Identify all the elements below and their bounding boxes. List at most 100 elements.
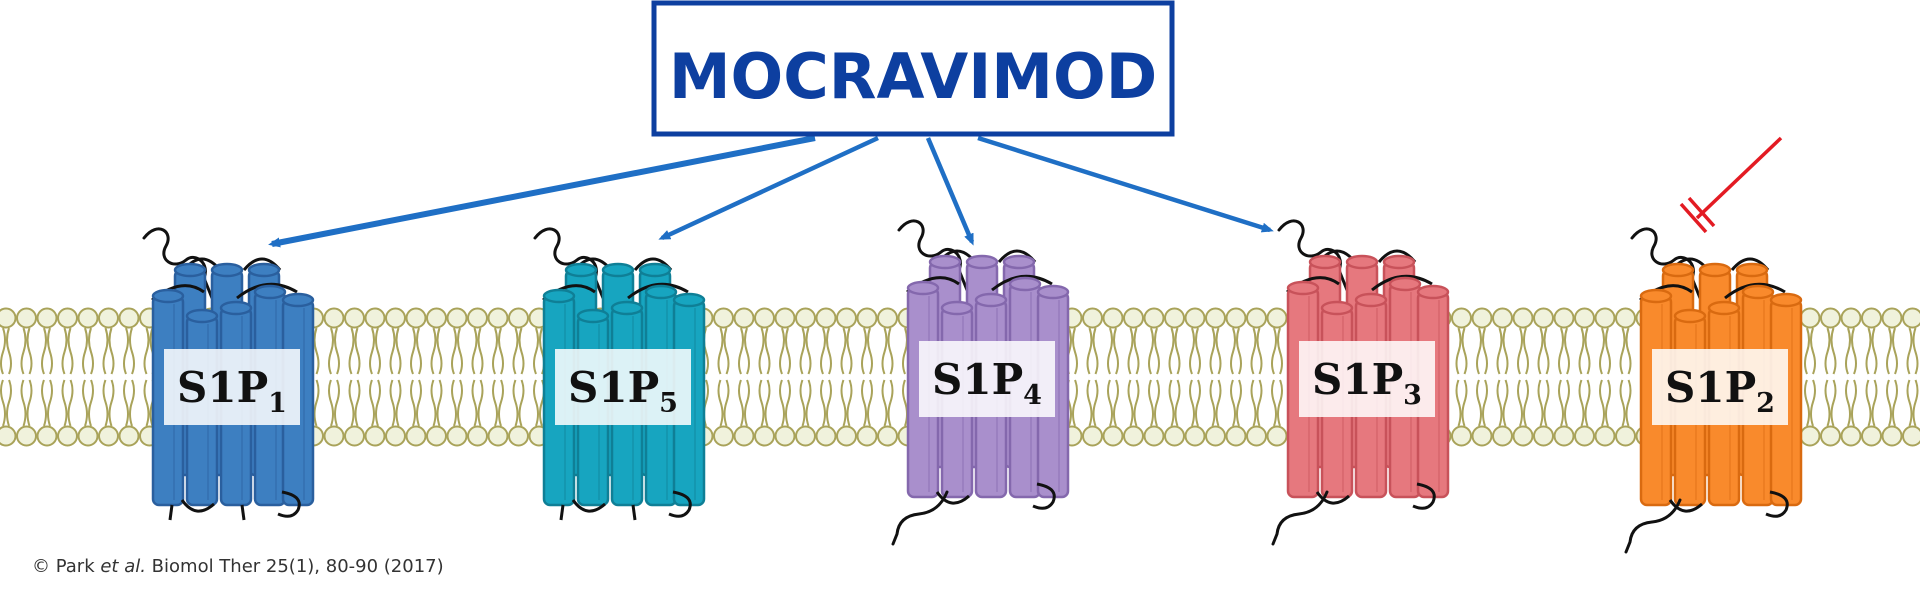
lipid-tail <box>1277 327 1283 375</box>
lipid-tail <box>82 327 88 375</box>
lipid-tail <box>744 327 750 375</box>
lipid-head <box>344 425 365 447</box>
citation-suffix: Biomol Ther 25(1), 80-90 (2017) <box>145 556 444 577</box>
lipid-tail <box>1558 327 1564 375</box>
lipid-tail <box>389 327 396 375</box>
lipid-tail <box>492 327 498 375</box>
lipid-head <box>1102 425 1124 447</box>
lipid-tail <box>518 379 525 427</box>
lipid-tail <box>375 327 381 375</box>
lipid-tail <box>436 379 443 427</box>
lipid-tail <box>1584 379 1591 427</box>
lipid-tail <box>867 327 873 375</box>
intracellular-loop <box>571 499 606 513</box>
lipid-tail <box>1830 327 1837 375</box>
receptor-s1p4: S1P4 <box>891 219 1070 546</box>
lipid-tail <box>887 379 894 427</box>
lipid-tail <box>826 379 832 427</box>
lipid-head <box>487 425 509 447</box>
lipid-tail <box>1517 379 1523 427</box>
lipid-tail <box>334 327 340 375</box>
lipid-tail <box>492 379 498 427</box>
lipid-head <box>36 425 58 447</box>
lipid-tail <box>477 327 484 375</box>
intracellular-loop <box>1315 491 1350 505</box>
lipid-tail <box>744 379 750 427</box>
loop <box>236 282 298 300</box>
receptor-label-box <box>919 341 1055 417</box>
lipid-head <box>364 425 386 447</box>
lipid-head <box>1205 425 1226 447</box>
lipid-tail <box>1502 327 1509 375</box>
lipid-head <box>1246 307 1267 329</box>
lipid-head <box>16 425 37 447</box>
lipid-tail <box>1195 327 1201 375</box>
lipid-tail <box>1537 327 1544 375</box>
lipid-tail <box>1209 379 1216 427</box>
lipid-tail <box>1461 327 1468 375</box>
lipid-tail <box>143 327 150 375</box>
lipid-head <box>1902 425 1920 447</box>
lipid-tail <box>88 379 94 427</box>
lipid-head <box>1533 425 1554 447</box>
helix-cap <box>1741 284 1775 300</box>
lipid-head <box>508 425 529 447</box>
lipid-tail <box>881 327 888 375</box>
lipid-tail <box>764 327 771 375</box>
lipid-head <box>1143 307 1165 329</box>
receptor-label: S1P4 <box>932 355 1042 411</box>
citation-etal: et al. <box>100 556 146 577</box>
lipid-head <box>733 307 755 329</box>
c-terminus <box>891 490 949 546</box>
lipid-tail <box>881 379 888 427</box>
lipid-tail <box>451 379 457 427</box>
receptor-label-main: S1P <box>177 363 268 412</box>
lipid-tail <box>1189 379 1195 427</box>
receptor-s1p2: S1P2 <box>1624 227 1803 554</box>
lipid-tail <box>1906 327 1913 375</box>
lipid-tail <box>1558 379 1564 427</box>
lipid-head <box>1164 425 1185 447</box>
loop <box>1371 274 1433 292</box>
lipid-tail <box>902 327 908 375</box>
helix-cap <box>928 254 962 270</box>
helix-cap <box>253 284 287 300</box>
helix-cap <box>1661 262 1695 278</box>
lipid-tail <box>785 379 791 427</box>
c-terminus <box>168 504 174 521</box>
lipid-tail <box>1871 379 1878 427</box>
helix-cap <box>940 300 974 316</box>
lipid-head <box>877 425 898 447</box>
lipid-tail <box>1517 327 1523 375</box>
lipid-tail <box>861 327 867 375</box>
lipid-head <box>754 307 775 329</box>
helix-cap <box>1008 276 1042 292</box>
lipid-head <box>385 307 406 329</box>
n-terminus-loop <box>1630 227 1702 300</box>
inhibition-line <box>1695 136 1783 220</box>
lipid-tail <box>1605 327 1611 375</box>
inhibition-bar <box>1687 196 1716 228</box>
lipid-tail <box>1113 327 1119 375</box>
lipid-tail <box>313 327 320 375</box>
helix-cap <box>1002 254 1036 270</box>
lipid-head <box>118 307 140 329</box>
lipid-tail <box>61 327 68 375</box>
helix-cap <box>965 254 999 270</box>
lipid-tail <box>375 379 381 427</box>
lipid-tail <box>1256 379 1263 427</box>
lipid-tail <box>20 327 27 375</box>
helix-cap <box>542 288 576 304</box>
helix-cap <box>906 280 940 296</box>
loop <box>627 282 689 300</box>
helix-cap <box>1416 284 1450 300</box>
lipid-head <box>1246 425 1267 447</box>
helix-cap <box>247 262 281 278</box>
helix-cap <box>974 292 1008 308</box>
lipid-tail <box>1482 327 1488 375</box>
lipid-head <box>774 307 796 329</box>
lipid-head <box>1799 425 1821 447</box>
lipid-tail <box>328 379 334 427</box>
lipid-tail <box>369 379 375 427</box>
lipid-tail <box>498 327 504 375</box>
